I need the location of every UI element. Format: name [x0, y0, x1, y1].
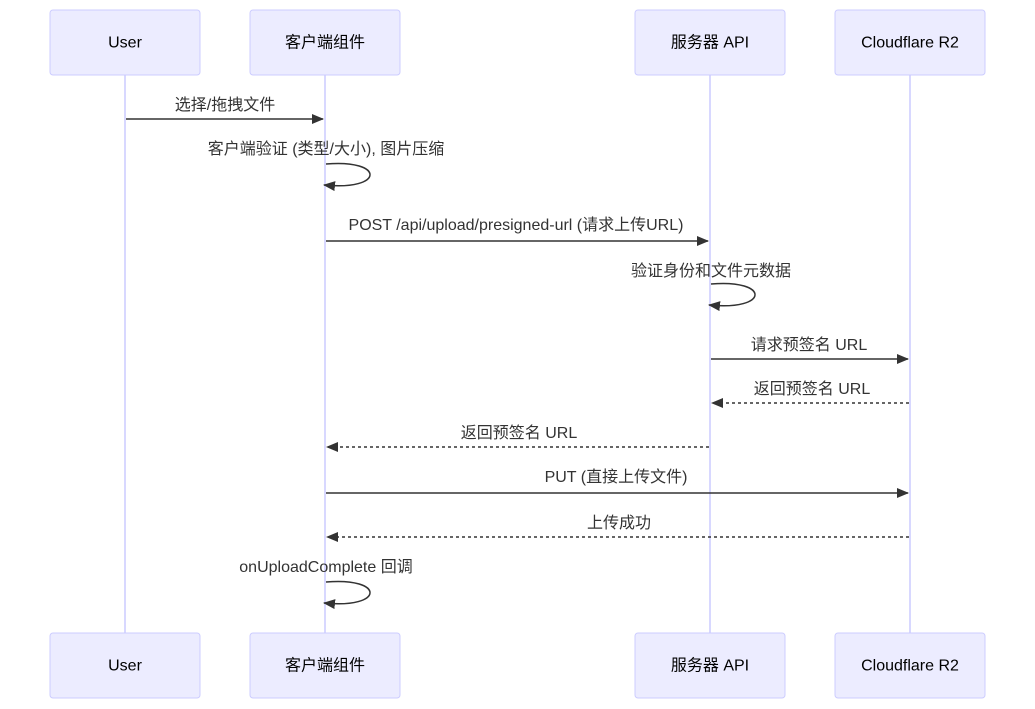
message-label: PUT (直接上传文件)	[545, 468, 688, 486]
actor-bottom-user: User	[49, 632, 201, 699]
message-label: onUploadComplete 回调	[239, 558, 412, 576]
actor-label: 客户端组件	[285, 657, 365, 675]
message-label: POST /api/upload/presigned-url (请求上传URL)	[349, 216, 684, 234]
message-self-loop	[323, 162, 371, 192]
actor-top-r2: Cloudflare R2	[834, 9, 986, 76]
message-server-verify: 验证身份和文件元数据	[631, 262, 791, 312]
actor-label: User	[108, 35, 142, 52]
actor-label: User	[108, 658, 142, 675]
message-return-url-r2: 返回预签名 URL	[711, 380, 909, 408]
actor-top-user: User	[49, 9, 201, 76]
message-label: 请求预签名 URL	[751, 336, 868, 354]
message-request-url-r2: 请求预签名 URL	[711, 336, 909, 364]
actor-bottom-r2: Cloudflare R2	[834, 632, 986, 699]
message-upload-complete: onUploadComplete 回调	[239, 558, 413, 610]
actor-top-server: 服务器 API	[634, 9, 786, 76]
message-self-loop	[323, 580, 371, 610]
actor-label: 服务器 API	[671, 34, 749, 52]
message-self-loop	[708, 282, 756, 312]
message-label: 验证身份和文件元数据	[631, 262, 791, 280]
message-return-url-client: 返回预签名 URL	[326, 424, 709, 452]
actor-label: Cloudflare R2	[861, 35, 959, 52]
message-request-presigned: POST /api/upload/presigned-url (请求上传URL)	[326, 216, 709, 246]
actor-bottom-server: 服务器 API	[634, 632, 786, 699]
actor-top-client: 客户端组件	[249, 9, 401, 76]
message-label: 上传成功	[587, 514, 651, 532]
message-label: 选择/拖拽文件	[175, 96, 275, 114]
message-put-upload: PUT (直接上传文件)	[326, 468, 909, 498]
message-label: 返回预签名 URL	[461, 424, 578, 442]
actor-label: 客户端组件	[285, 34, 365, 52]
message-select-file: 选择/拖拽文件	[126, 96, 324, 124]
message-client-validate: 客户端验证 (类型/大小), 图片压缩	[208, 140, 444, 192]
actor-bottom-client: 客户端组件	[249, 632, 401, 699]
message-label: 客户端验证 (类型/大小), 图片压缩	[208, 140, 444, 158]
message-upload-success: 上传成功	[326, 514, 909, 542]
actor-label: 服务器 API	[671, 657, 749, 675]
actor-label: Cloudflare R2	[861, 658, 959, 675]
message-label: 返回预签名 URL	[754, 380, 871, 398]
